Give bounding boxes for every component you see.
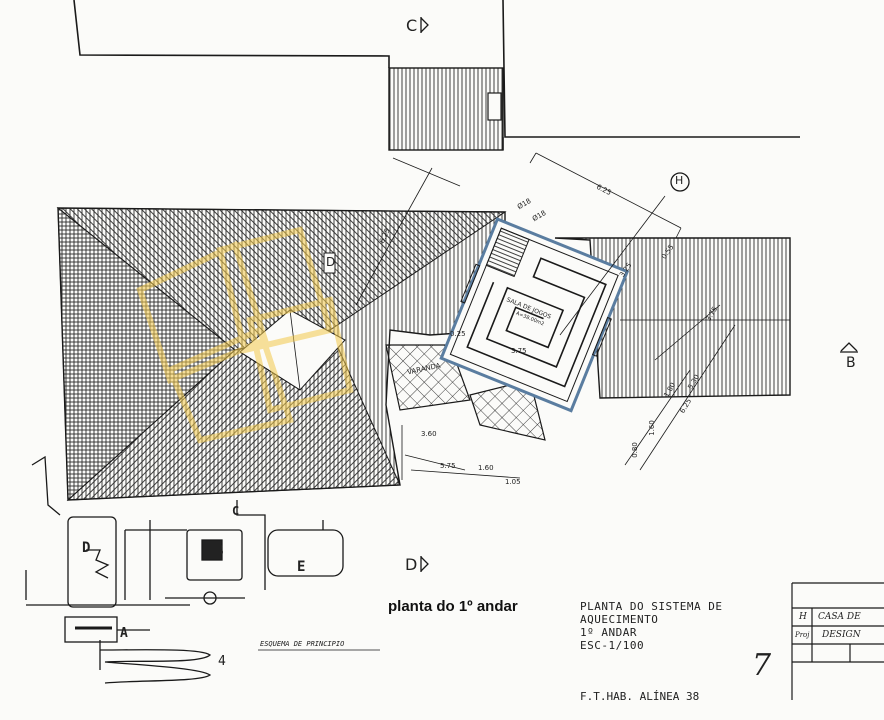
dim-575: 5.75: [440, 462, 456, 470]
title-block-proj: Proj: [795, 631, 810, 639]
roof-label-d: D: [326, 255, 336, 269]
plan-description: PLANTA DO SISTEMA DE AQUECIMENTO 1º ANDA…: [580, 600, 722, 652]
scheme-label-e: E: [297, 559, 306, 575]
dim-080: 0.80: [630, 442, 639, 458]
callout-h-label: H: [675, 174, 684, 187]
dim-360: 3.60: [421, 430, 437, 438]
sheet-number: 7: [752, 648, 772, 683]
plan-description-line2: AQUECIMENTO: [580, 613, 659, 626]
plan-description-line3: 1º ANDAR: [580, 626, 637, 639]
stair-block-top: [388, 67, 504, 151]
section-marker-c-shape: [420, 17, 429, 33]
scheme-label-d: D: [82, 540, 91, 556]
section-marker-d-shape: [420, 556, 429, 572]
dim-375: 3.75: [511, 347, 527, 355]
esquema-caption: ESQUEMA DE PRINCIPIO: [260, 640, 345, 648]
title-block-design: DESIGN: [822, 630, 861, 640]
section-label-d: D: [405, 555, 418, 574]
dim-160a: 1.60: [478, 464, 494, 472]
section-label-c: C: [406, 16, 418, 35]
dim-025: 0.25: [450, 330, 466, 338]
dim-105: 1.05: [505, 478, 521, 486]
dimension-lines: [355, 152, 736, 480]
plan-title: planta do 1º andar: [388, 598, 518, 615]
title-block-casa: CASA DE: [818, 612, 861, 622]
section-marker-b-shape: [840, 342, 858, 353]
scheme-label-b: B: [215, 543, 224, 559]
title-block-h: H: [799, 612, 807, 622]
callout-h-circle: [670, 172, 690, 192]
neighbour-outline: [73, 0, 800, 138]
scheme-label-a: A: [120, 626, 128, 641]
roof-plan: [56, 206, 791, 502]
heating-room: [439, 217, 630, 413]
scheme-label-c: C: [232, 504, 240, 518]
reference-label: F.T.HAB. ALÍNEA 38: [580, 690, 700, 703]
plan-description-line4: ESC-1/100: [580, 639, 645, 652]
title-block: [791, 582, 884, 700]
plan-description-line1: PLANTA DO SISTEMA DE: [580, 600, 723, 613]
scheme-mark-4: 4: [218, 654, 226, 669]
dim-160b: 1.60: [647, 420, 656, 436]
principle-scheme: [25, 455, 344, 684]
section-label-b: B: [846, 355, 856, 371]
watermark-logo: [136, 226, 354, 444]
